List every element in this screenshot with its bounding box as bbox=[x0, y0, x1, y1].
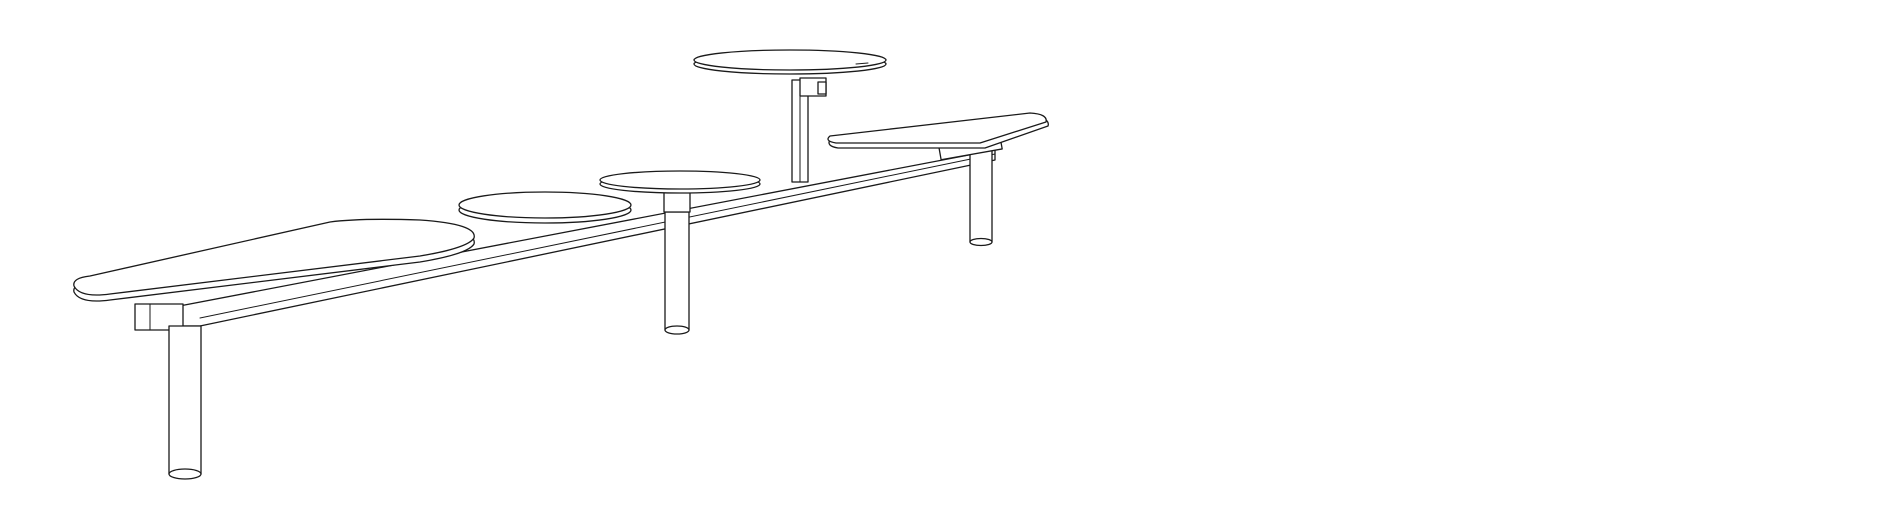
seat-long-bench-left bbox=[73, 218, 475, 331]
round-table-top bbox=[693, 49, 887, 75]
leg-far-right bbox=[969, 149, 993, 247]
seat-round-middle-left bbox=[458, 191, 632, 224]
leg-front-left bbox=[168, 325, 202, 480]
seat-round-middle-right bbox=[599, 170, 761, 213]
table-post bbox=[791, 77, 827, 183]
seat-rectangular-right bbox=[827, 112, 1049, 161]
leg-center bbox=[664, 211, 690, 335]
